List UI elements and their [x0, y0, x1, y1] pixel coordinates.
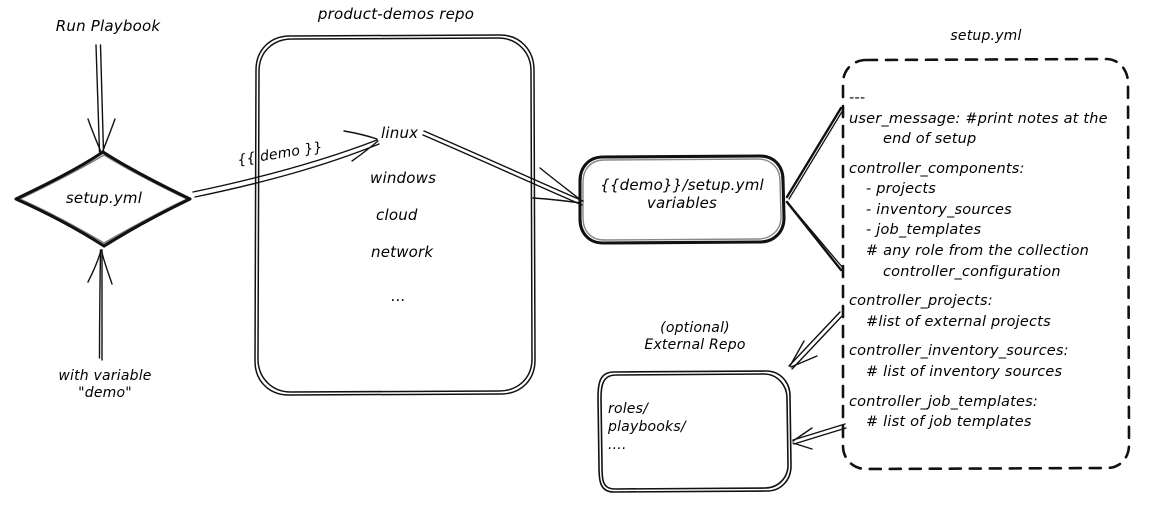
- yml-line-text: controller_inventory_sources:: [849, 343, 1069, 360]
- arrow-demo-to-linux: [192, 130, 380, 198]
- yml-line-text: ---: [849, 90, 866, 106]
- yml-line: controller_job_templates:: [849, 392, 1134, 413]
- setup-diamond-label: setup.yml: [65, 189, 143, 207]
- yml-line: # list of inventory sources: [849, 362, 1134, 383]
- external-repo-item-roles: roles/: [608, 401, 649, 417]
- yml-line-text: - job_templates: [866, 222, 982, 239]
- yml-blank-line: [849, 332, 1134, 341]
- yml-line: # list of job templates: [849, 412, 1134, 433]
- shape-setup-diamond: [14, 150, 192, 248]
- yml-line: controller_projects:: [849, 291, 1134, 312]
- run-playbook-label: Run Playbook: [55, 17, 161, 35]
- repo-item-ellipsis: ...: [391, 287, 406, 305]
- connector-setupyml-to-vars-2: [788, 109, 844, 269]
- setup-yml-panel-title: setup.yml: [950, 28, 1022, 44]
- vars-box-text: {{demo}}/setup.yml variables: [600, 176, 764, 212]
- repo-item-windows: windows: [370, 169, 437, 187]
- arrow-run-playbook: [87, 44, 116, 153]
- shape-setup-yml-panel: [841, 57, 1131, 471]
- with-variable-label: with variable "demo": [58, 368, 151, 401]
- external-repo-item-playbooks: playbooks/: [608, 419, 686, 435]
- shape-vars-box: [578, 154, 786, 245]
- yml-blank-line: [849, 383, 1134, 392]
- external-repo-title: (optional) External Repo: [644, 320, 745, 353]
- yml-line-text: controller_projects:: [849, 293, 993, 310]
- yml-line: #list of external projects: [849, 312, 1134, 333]
- with-variable-text: with variable "demo": [58, 368, 152, 401]
- shape-vars-box-sketch: [582, 158, 782, 241]
- yml-line-text: controller_configuration: [883, 263, 1061, 280]
- shape-external-repo: [597, 370, 792, 493]
- yml-blank-line: [849, 150, 1134, 159]
- yml-line: user_message: #print notes at the: [849, 109, 1134, 130]
- repo-item-linux: linux: [381, 124, 419, 142]
- yml-line-text: controller_components:: [849, 160, 1025, 177]
- repo-item-network: network: [371, 243, 434, 261]
- shape-setup-diamond-sketch: [19, 154, 188, 244]
- repo-item-cloud: cloud: [376, 206, 418, 224]
- external-repo-title-text: (optional) External Repo: [644, 320, 746, 353]
- yml-line: - inventory_sources: [849, 200, 1134, 221]
- yml-line-text: #list of external projects: [866, 313, 1051, 330]
- arrow-jobtemplates-to-repo: [792, 423, 847, 450]
- arrow-with-variable: [87, 249, 113, 361]
- yml-line-text: controller_job_templates:: [849, 393, 1038, 410]
- yml-line-text: # any role from the collection: [866, 243, 1090, 260]
- yml-line: ---: [849, 88, 1134, 109]
- yml-line: # any role from the collection: [849, 241, 1134, 262]
- yml-line: controller_components:: [849, 159, 1134, 180]
- yml-line-text: # list of job templates: [866, 414, 1032, 431]
- yml-line: controller_inventory_sources:: [849, 341, 1134, 362]
- yml-line-text: user_message: #print notes at the: [849, 110, 1108, 127]
- yml-line: controller_configuration: [849, 262, 1134, 283]
- yml-line: end of setup: [849, 129, 1134, 150]
- arrow-projects-to-repo: [788, 311, 844, 370]
- connector-setupyml-to-vars: [785, 106, 843, 272]
- yml-line: - projects: [849, 179, 1134, 200]
- vars-box-label: {{demo}}/setup.yml variables: [600, 176, 764, 212]
- shape-product-demos-repo: [254, 34, 536, 396]
- arrow-linux-to-vars: [422, 130, 584, 206]
- yml-line-text: - projects: [866, 181, 937, 198]
- yml-line-text: end of setup: [883, 131, 977, 148]
- product-demos-repo-title: product-demos repo: [317, 5, 475, 23]
- yml-line-text: - inventory_sources: [866, 201, 1012, 218]
- yml-blank-line: [849, 282, 1134, 291]
- yml-line-text: # list of inventory sources: [866, 363, 1063, 380]
- external-repo-item-ellipsis: ....: [608, 437, 627, 453]
- yml-line: - job_templates: [849, 220, 1134, 241]
- setup-yml-code-block: --- user_message: #print notes at the end …: [849, 88, 1134, 433]
